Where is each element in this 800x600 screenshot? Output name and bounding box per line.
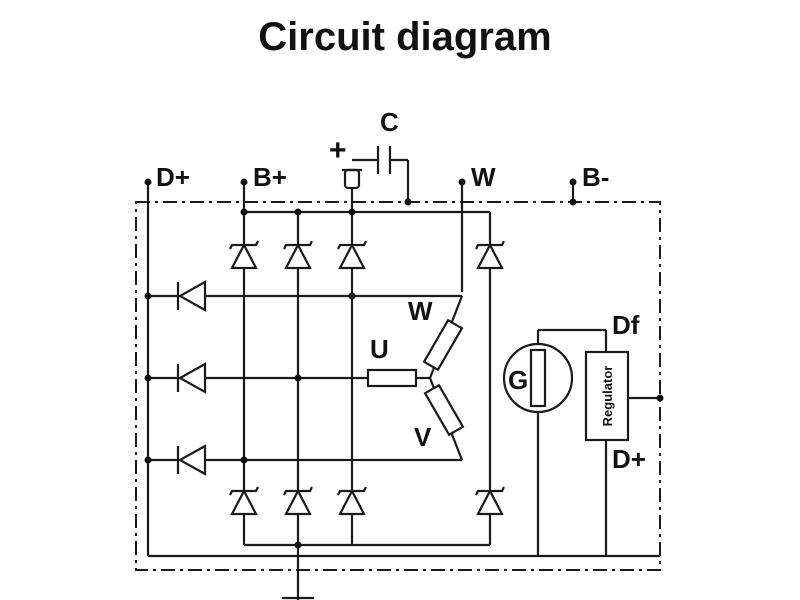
regulator-text: Regulator [600,366,615,427]
upper-diodes [229,240,505,270]
diode-upper-4 [475,240,505,270]
plus-sign: + [329,134,347,167]
winding-v [423,383,465,437]
capacitor [342,146,412,212]
terminal-leads [144,178,577,556]
terminal-label-d-plus: D+ [156,162,190,192]
stator-windings [366,295,465,461]
diode-exciter-3 [176,444,207,476]
diode-lower-4 [475,486,505,516]
diode-lower-3 [337,486,367,516]
diode-exciter-1 [176,280,207,312]
lower-diodes [229,486,505,516]
diode-lower-1 [229,486,259,516]
winding-label-v: V [414,422,432,452]
diode-exciter-2 [176,362,207,394]
winding-label-w: W [408,296,433,326]
field-winding [529,348,547,408]
regulator-label-d-plus: D+ [612,444,646,474]
winding-u [366,368,418,388]
diode-lower-2 [283,486,313,516]
diode-upper-1 [229,240,259,270]
diode-upper-3 [337,240,367,270]
generator-label: G [508,365,528,395]
exciter-diodes [176,280,207,476]
terminal-label-b-plus: B+ [253,162,287,192]
terminal-label-w: W [471,162,496,192]
regulator-box [584,350,630,442]
regulator-label-df: Df [612,310,640,340]
alternator-housing [135,201,661,571]
winding-label-u: U [370,334,389,364]
winding-w [422,318,464,372]
capacitor-label: C [380,107,399,137]
ground-lead [282,545,314,600]
terminal-label-b-minus: B- [582,162,609,192]
page-title: Circuit diagram [258,15,551,59]
diode-upper-2 [283,240,313,270]
regulator-circuit [502,328,664,556]
